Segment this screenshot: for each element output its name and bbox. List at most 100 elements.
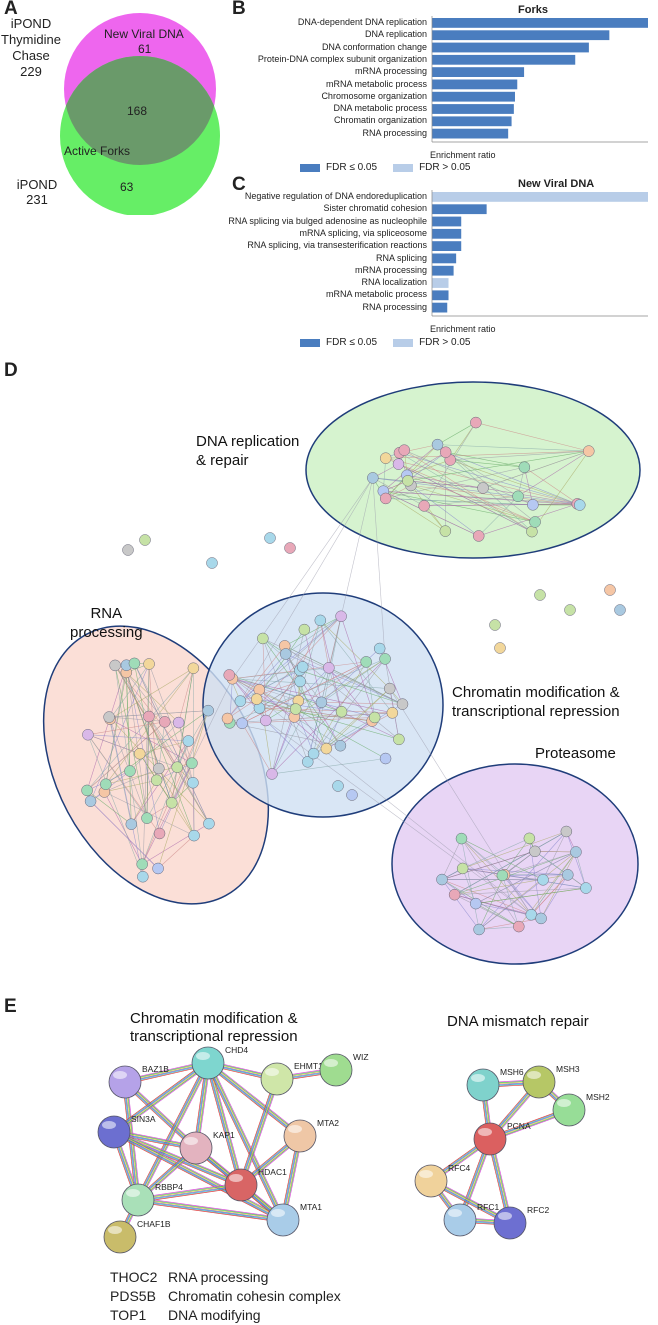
protein-node: [393, 459, 404, 470]
protein-node: [361, 656, 372, 667]
bar: [432, 217, 461, 227]
bar-category-label: DNA replication: [365, 29, 427, 39]
protein-node: [315, 615, 326, 626]
panel-letter-c: C: [232, 174, 246, 196]
node-highlight: [288, 1125, 302, 1133]
protein-node-label: BAZ1B: [142, 1064, 169, 1074]
panel-letter-e: E: [4, 996, 17, 1018]
protein-node: [82, 729, 93, 740]
protein-node: [172, 762, 183, 773]
ipond-thymidine-label: iPOND Thymidine Chase 229: [0, 16, 62, 80]
bar-category-label: Chromosome organization: [321, 91, 427, 101]
protein-node: [536, 913, 547, 924]
bar: [432, 55, 575, 65]
viral-xlabel: Enrichment ratio: [430, 324, 496, 334]
protein-node: [380, 453, 391, 464]
protein-node: [419, 500, 430, 511]
footnote-role: Chromatin cohesin complex: [168, 1288, 341, 1304]
protein-node-chaf1b: [104, 1221, 136, 1253]
protein-node: [137, 859, 148, 870]
protein-node-rfc2: [494, 1207, 526, 1239]
network-e-nodes: BAZ1BCHD4EHMT1WIZSIN3AKAP1MTA2RBBP4HDAC1…: [98, 1045, 610, 1253]
protein-node: [257, 633, 268, 644]
protein-node-label: RBBP4: [155, 1182, 183, 1192]
protein-node: [203, 818, 214, 829]
protein-node-hdac1: [225, 1169, 257, 1201]
protein-node: [347, 790, 358, 801]
ipond-line2: 231: [14, 192, 60, 207]
protein-node: [393, 734, 404, 745]
protein-node: [137, 871, 148, 882]
protein-node: [449, 889, 460, 900]
footnote-gene: TOP1: [110, 1306, 168, 1325]
protein-node: [513, 491, 524, 502]
protein-node: [321, 743, 332, 754]
dna-replication-line2: & repair: [196, 451, 299, 470]
legend-fdr-low: FDR ≤ 0.05: [326, 162, 377, 173]
protein-node: [457, 863, 468, 874]
protein-node-label: RFC1: [477, 1202, 499, 1212]
protein-node: [123, 545, 134, 556]
protein-node: [384, 683, 395, 694]
protein-node: [159, 716, 170, 727]
bar: [432, 290, 449, 300]
protein-node-wiz: [320, 1054, 352, 1086]
protein-node-label: MSH3: [556, 1064, 580, 1074]
protein-node: [333, 781, 344, 792]
protein-node: [380, 653, 391, 664]
bar: [432, 229, 461, 239]
bar-category-label: RNA processing: [362, 302, 427, 312]
protein-node: [153, 863, 164, 874]
protein-node-label: MSH6: [500, 1067, 524, 1077]
bar-category-label: RNA splicing: [376, 253, 427, 263]
legend-swatch-fdr-high: [393, 164, 413, 172]
cluster-label-rna-processing: RNA processing: [70, 604, 143, 642]
footnote-role: DNA modifying: [168, 1307, 261, 1323]
protein-node: [519, 462, 530, 473]
protein-node: [126, 819, 137, 830]
node-highlight: [419, 1170, 433, 1178]
protein-node: [85, 796, 96, 807]
protein-node-label: CHD4: [225, 1045, 248, 1055]
node-highlight: [196, 1052, 210, 1060]
protein-node: [154, 828, 165, 839]
protein-node-baz1b: [109, 1066, 141, 1098]
protein-node-label: EHMT1: [294, 1061, 323, 1071]
protein-node: [299, 624, 310, 635]
protein-node: [285, 543, 296, 554]
node-highlight: [448, 1209, 462, 1217]
protein-node: [570, 846, 581, 857]
protein-node: [527, 499, 538, 510]
protein-node: [399, 445, 410, 456]
protein-node-ehmt1: [261, 1063, 293, 1095]
cluster-proteasome: [392, 764, 638, 964]
bar: [432, 254, 456, 264]
protein-node-label: MTA1: [300, 1202, 322, 1212]
bar: [432, 92, 515, 102]
bar: [432, 18, 648, 28]
protein-node: [203, 705, 214, 716]
node-highlight: [102, 1121, 116, 1129]
bar-category-label: mRNA processing: [355, 265, 427, 275]
protein-node: [316, 697, 327, 708]
ipond-line1: iPOND: [14, 177, 60, 192]
protein-node: [280, 648, 291, 659]
protein-node: [143, 711, 154, 722]
protein-node: [574, 500, 585, 511]
bar-category-label: RNA splicing, via transesterification re…: [247, 240, 427, 250]
bar-category-label: DNA metabolic process: [333, 103, 427, 113]
protein-node-label: CHAF1B: [137, 1219, 171, 1229]
forks-xlabel: Enrichment ratio: [430, 150, 496, 160]
protein-node-rbbp4: [122, 1184, 154, 1216]
footnote-gene: THOC2: [110, 1268, 168, 1287]
protein-node: [110, 660, 121, 671]
protein-node-label: SIN3A: [131, 1114, 156, 1124]
protein-node-chd4: [192, 1047, 224, 1079]
panel-letter-b: B: [232, 0, 246, 20]
protein-node: [207, 558, 218, 569]
node-highlight: [527, 1071, 541, 1079]
protein-node: [397, 699, 408, 710]
bar: [432, 266, 454, 276]
protein-node: [380, 493, 391, 504]
